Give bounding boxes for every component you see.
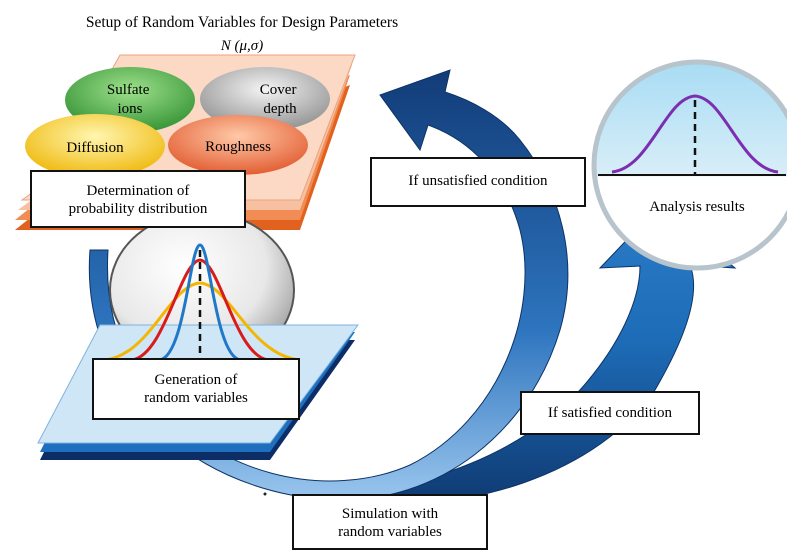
- simulation-box: Simulation with random variables: [292, 494, 488, 550]
- red-curve: [131, 258, 269, 362]
- blue-curve: [159, 243, 241, 362]
- roughness-label: Roughness: [205, 139, 271, 155]
- analysis-results-bubble: Analysis results: [591, 59, 787, 271]
- satisfied-label: If satisfied condition: [547, 405, 673, 421]
- roughness-ellipse: Roughness: [168, 115, 308, 175]
- distribution-notation: N (μ,σ): [220, 38, 263, 54]
- random-generation-line1: Generation of: [154, 372, 238, 388]
- svg-text:Sulfate ions: Sulfate ions: [107, 82, 153, 117]
- analysis-results-label: Analysis results: [649, 199, 745, 215]
- diffusion-ellipse: Diffusion: [25, 114, 165, 178]
- probability-distribution-line1: Determination of: [86, 183, 190, 199]
- probability-distribution-line2: probability distribution: [68, 201, 208, 217]
- satisfied-box: If satisfied condition: [520, 391, 700, 435]
- yellow-curve: [104, 281, 301, 362]
- unsatisfied-label: If unsatisfied condition: [408, 173, 548, 189]
- svg-text:Cover depth: Cover depth: [260, 82, 300, 117]
- unsatisfied-box: If unsatisfied condition: [370, 157, 586, 207]
- title: Setup of Random Variables for Design Par…: [86, 14, 398, 31]
- cover-depth-ellipse: Cover depth: [200, 67, 330, 131]
- probability-distribution-box: Determination of probability distributio…: [30, 170, 246, 228]
- simulation-line1: Simulation with: [341, 506, 439, 522]
- sulfate-label-line1: Sulfate: [107, 82, 150, 98]
- sulfate-label-line2: ions: [117, 101, 142, 117]
- random-generation-line2: random variables: [144, 390, 248, 406]
- simulation-line2: random variables: [338, 524, 442, 540]
- result-curve: [611, 94, 779, 174]
- diffusion-label: Diffusion: [66, 140, 124, 156]
- cover-label-line1: Cover: [260, 82, 297, 98]
- cover-label-line2: depth: [263, 101, 297, 117]
- random-generation-box: Generation of random variables: [92, 358, 300, 420]
